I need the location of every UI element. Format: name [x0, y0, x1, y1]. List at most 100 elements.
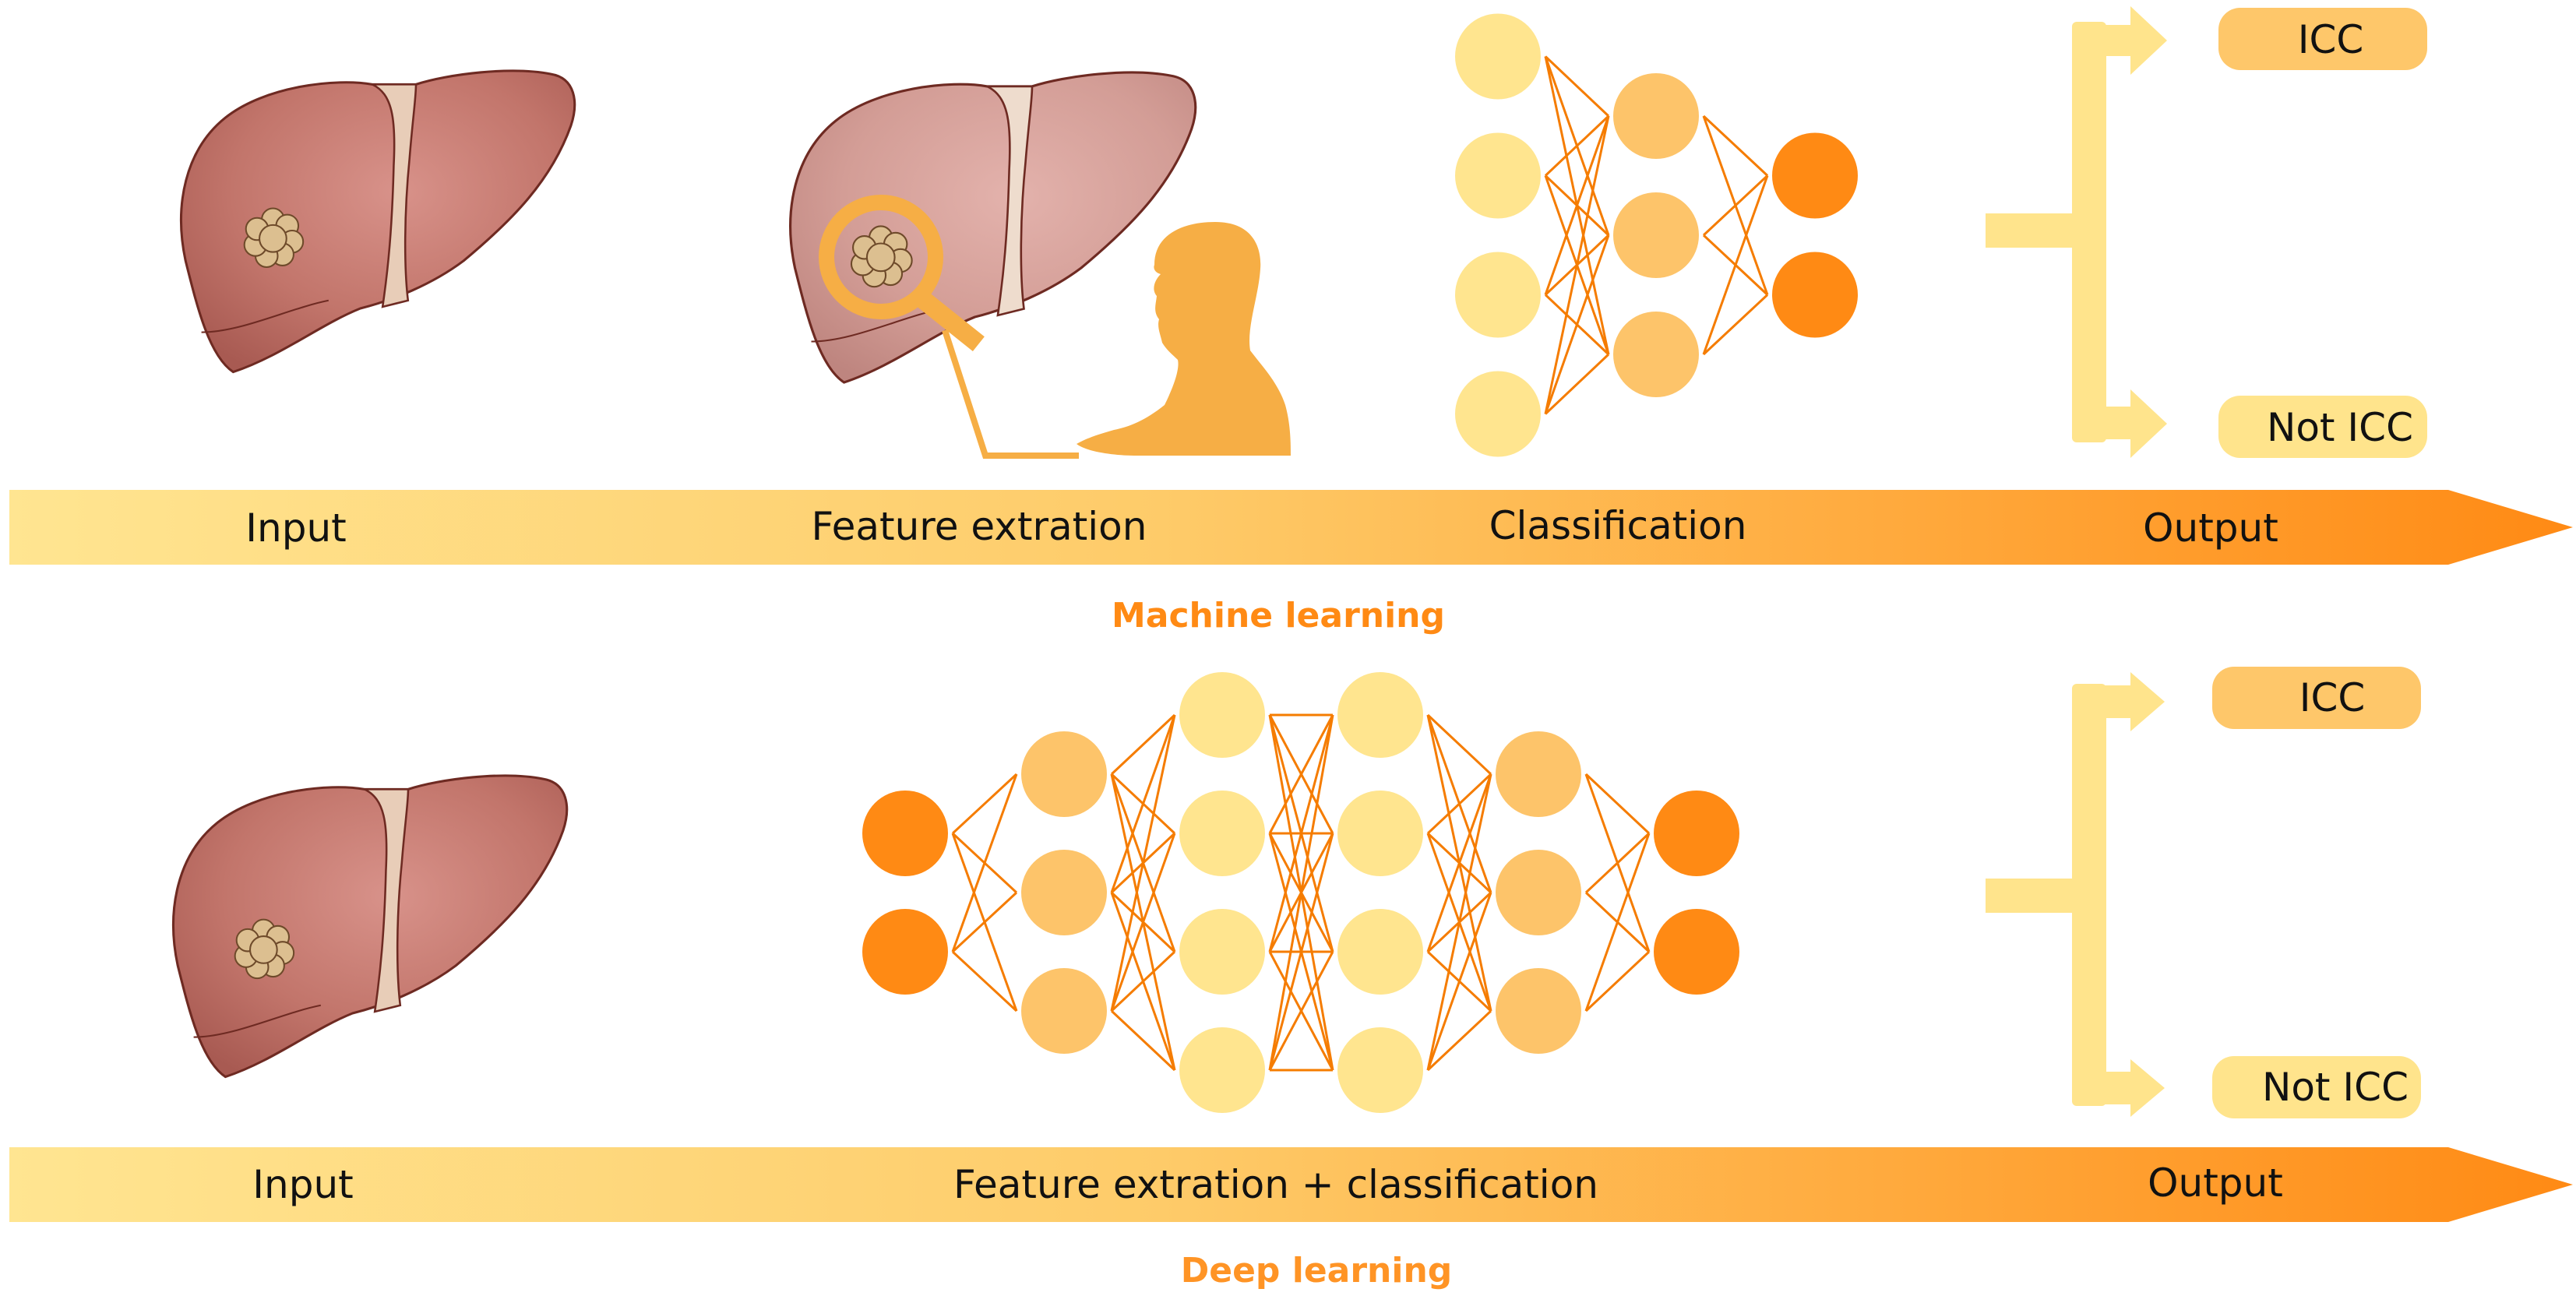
- dl-edge: [1584, 950, 1651, 1012]
- dl-node-layer-4: [1337, 791, 1423, 876]
- ml-output-bracket: [1986, 6, 2167, 458]
- dl-node-layer-2: [1021, 850, 1107, 935]
- not-icc-label: Not ICC: [2262, 1065, 2409, 1110]
- ml-neural-network: [1455, 13, 1858, 457]
- bracket-spine: [2072, 22, 2106, 442]
- dl-edge: [1110, 1009, 1176, 1072]
- dl-output-not-icc-box: Not ICC: [2212, 1056, 2421, 1118]
- ml-node-layer-2: [1613, 192, 1699, 278]
- ml-edge: [1702, 294, 1769, 356]
- dl-edge: [1268, 833, 1334, 1071]
- not-icc-label: Not ICC: [2267, 405, 2413, 450]
- bracket-spine: [2072, 684, 2106, 1106]
- dl-edge: [1426, 713, 1492, 776]
- ml-node-layer-1: [1455, 132, 1541, 219]
- dl-edge: [1426, 773, 1492, 1071]
- dl-output-bracket: [1986, 672, 2165, 1117]
- dl-edge: [1110, 713, 1176, 776]
- ml-edge: [1702, 114, 1769, 177]
- magnifier-icon: [819, 195, 985, 352]
- dl-edge: [1110, 833, 1176, 1012]
- ml-node-layer-1: [1455, 371, 1541, 457]
- ml-edge: [1544, 114, 1610, 177]
- dl-node-layer-4: [1337, 909, 1423, 995]
- ml-edge: [1544, 234, 1610, 414]
- dl-stage-feature-extraction-classification: Feature extration + classification: [953, 1162, 1598, 1207]
- dl-connections: [951, 713, 1651, 1072]
- dl-stage-output: Output: [2148, 1160, 2283, 1206]
- ml-node-layer-3: [1772, 252, 1858, 338]
- dl-node-layer-5: [1496, 731, 1581, 817]
- dl-edge: [951, 773, 1018, 953]
- ml-node-layer-1: [1455, 13, 1541, 100]
- dl-edge: [1426, 892, 1492, 1071]
- ml-edge: [1544, 55, 1610, 118]
- dl-section: ICC Not ICC Input Feature extration + cl…: [9, 667, 2573, 1291]
- dl-node-layer-3: [1179, 909, 1265, 995]
- ml-stage-input: Input: [245, 505, 346, 551]
- dl-edge: [951, 773, 1018, 835]
- dl-pipeline-arrow-band: Input Feature extration + classification…: [9, 1147, 2573, 1222]
- dl-edge: [1584, 833, 1651, 1012]
- arrow-right-icon: [2074, 389, 2167, 458]
- dl-edge: [1268, 714, 1334, 834]
- ml-edge: [1702, 174, 1769, 237]
- icc-label: ICC: [2298, 17, 2364, 62]
- dl-edge: [1110, 714, 1176, 893]
- bracket-stem: [1986, 213, 2075, 248]
- ml-node-layer-3: [1772, 132, 1858, 219]
- ml-edge: [1544, 115, 1610, 414]
- ml-section: ICC Not ICC Input Feature extration Clas…: [9, 6, 2573, 636]
- dl-stage-input: Input: [252, 1162, 353, 1207]
- dl-edge: [1584, 773, 1651, 835]
- dl-node-layer-2: [1021, 968, 1107, 1054]
- dl-edge: [1426, 773, 1492, 835]
- dl-node-layer-1: [862, 909, 948, 995]
- dl-edge: [1584, 832, 1651, 894]
- dl-edge: [1426, 773, 1492, 953]
- dl-edge: [951, 950, 1018, 1012]
- dl-output-icc-box: ICC: [2212, 667, 2421, 729]
- ml-pipeline-arrow-band: Input Feature extration Classification O…: [9, 490, 2573, 565]
- arrow-right-icon: [2074, 6, 2167, 75]
- ml-node-layer-2: [1613, 73, 1699, 159]
- dl-input-liver-illustration: [172, 774, 569, 1079]
- dl-node-layer-4: [1337, 672, 1423, 758]
- icc-label: ICC: [2299, 675, 2366, 720]
- ml-edge: [1544, 115, 1610, 295]
- ml-stage-output: Output: [2143, 505, 2278, 551]
- dl-node-layer-3: [1179, 672, 1265, 758]
- bracket-stem: [1986, 879, 2075, 913]
- dl-edge: [1268, 951, 1334, 1071]
- ml-output-icc-box: ICC: [2218, 8, 2427, 70]
- dl-edge: [951, 891, 1018, 953]
- person-at-laptop-icon: [942, 222, 1291, 459]
- dl-section-title: Deep learning: [1181, 1251, 1453, 1291]
- ml-connections: [1544, 55, 1769, 415]
- dl-node-layer-5: [1496, 968, 1581, 1054]
- dl-node-layer-3: [1179, 1027, 1265, 1113]
- ml-edge: [1544, 353, 1610, 415]
- arrow-right-icon: [2074, 672, 2165, 731]
- ml-feature-liver-illustration: [789, 71, 1197, 384]
- ml-stage-feature-extraction: Feature extration: [812, 504, 1147, 549]
- dl-neural-network: [862, 672, 1739, 1113]
- ml-node-layer-1: [1455, 252, 1541, 338]
- dl-node-layer-2: [1021, 731, 1107, 817]
- ml-stage-classification: Classification: [1489, 503, 1747, 548]
- dl-node-layer-1: [862, 791, 948, 876]
- dl-node-layer-6: [1654, 909, 1739, 995]
- dl-edge: [1268, 714, 1334, 953]
- dl-node-layer-4: [1337, 1027, 1423, 1113]
- ml-edge: [1702, 174, 1769, 355]
- ml-section-title: Machine learning: [1112, 596, 1445, 636]
- dl-edge: [1110, 714, 1176, 1012]
- dl-node-layer-6: [1654, 791, 1739, 876]
- dl-edge: [1110, 950, 1176, 1012]
- dl-edge: [1268, 714, 1334, 1071]
- dl-edge: [1426, 1009, 1492, 1072]
- arrow-right-icon: [2074, 1059, 2165, 1117]
- ml-output-not-icc-box: Not ICC: [2218, 396, 2427, 458]
- dl-node-layer-3: [1179, 791, 1265, 876]
